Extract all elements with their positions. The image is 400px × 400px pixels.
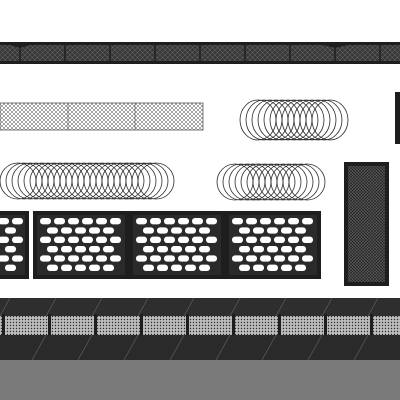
expanded-metal-panel: [33, 211, 129, 279]
fine-diamond-mesh-strip: [0, 102, 204, 131]
ground-band: [0, 360, 400, 400]
expanded-metal-panel: [129, 211, 225, 279]
right-edge-post: [395, 92, 400, 144]
expanded-metal-panel: [225, 211, 321, 279]
vertical-mesh-panel: [344, 162, 389, 286]
coiled-razor-wire-medium: [216, 163, 326, 201]
expanded-metal-panel-row: [0, 211, 321, 279]
expanded-metal-panel: [0, 211, 29, 279]
coiled-razor-wire-long: [0, 162, 175, 200]
top-mesh-beam: [0, 42, 400, 64]
perforated-canopy: [0, 297, 400, 400]
coiled-razor-wire-small: [239, 99, 349, 141]
